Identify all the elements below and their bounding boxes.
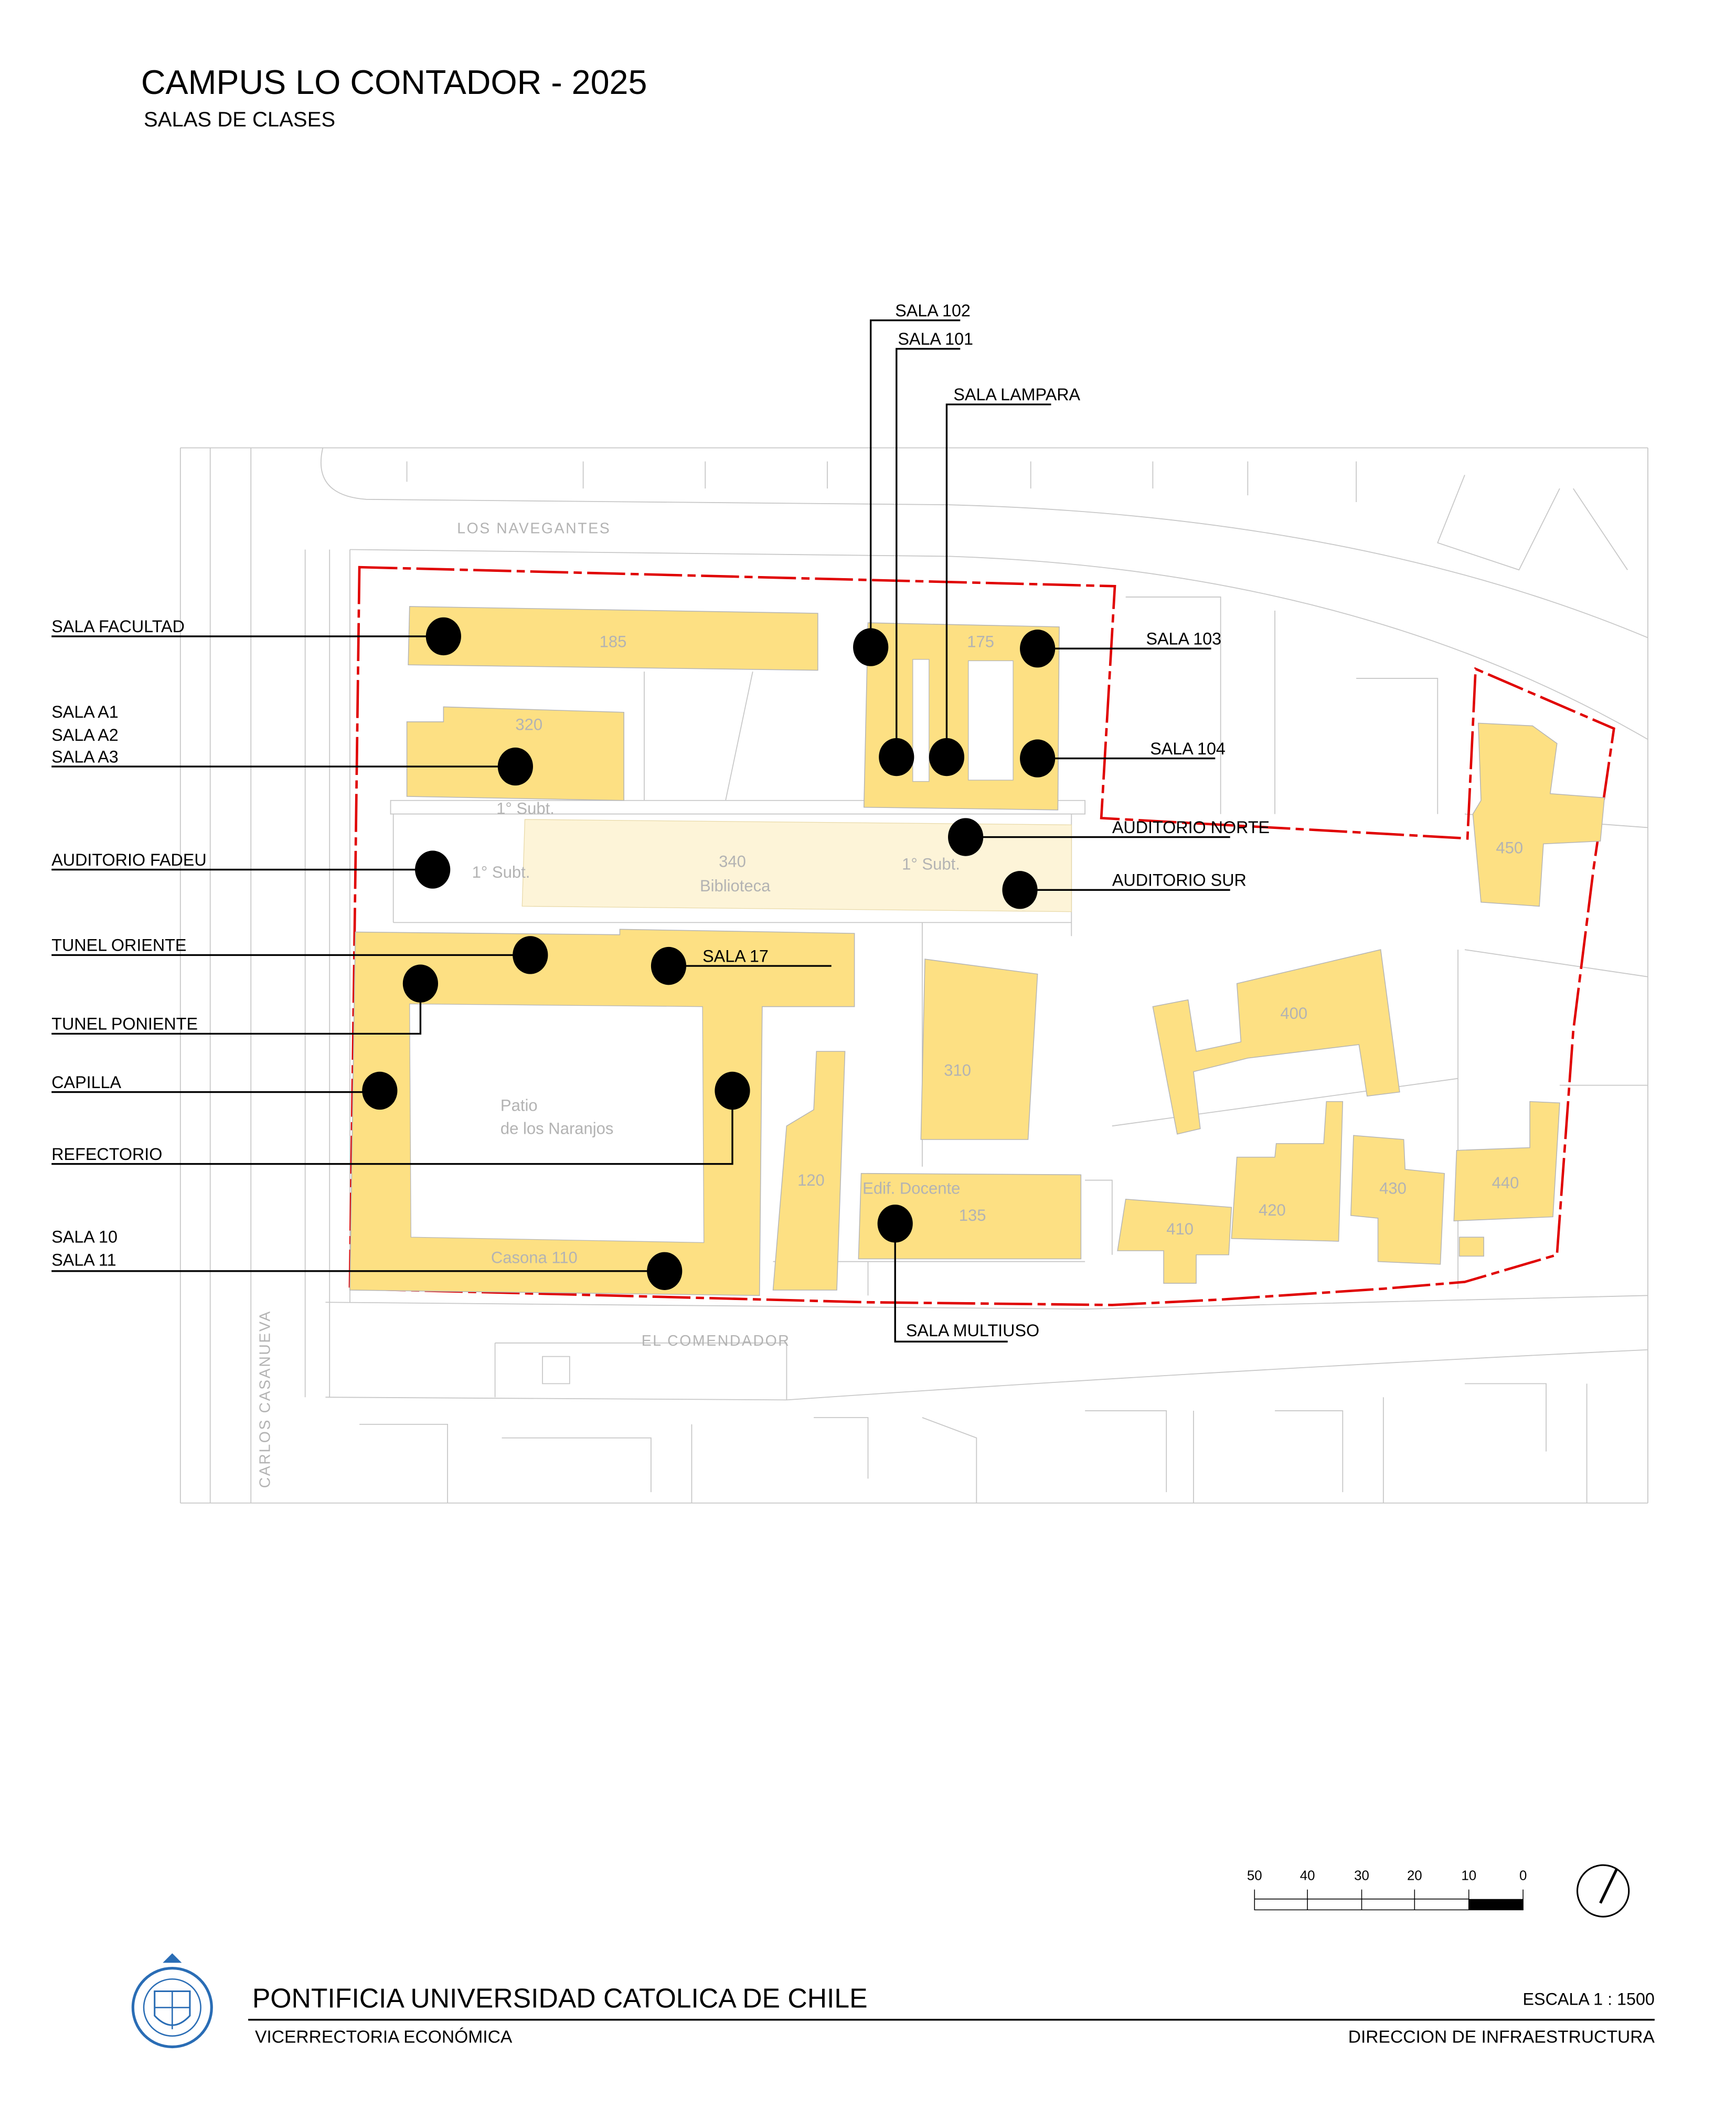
scale-tick-label: 0 [1519, 1869, 1527, 1883]
building-label: 440 [1492, 1174, 1519, 1192]
building-label: de los Naranjos [500, 1120, 614, 1138]
building-label: 1° Subt. [496, 800, 555, 818]
building-label: Patio [500, 1096, 538, 1115]
institution-name: PONTIFICIA UNIVERSIDAD CATOLICA DE CHILE [252, 1983, 868, 2014]
room-marker-sala-lampara[interactable]: SALA LAMPARA [929, 385, 1081, 776]
building-label: 420 [1259, 1201, 1286, 1219]
north-arrow-icon [1576, 1864, 1630, 1918]
buildings [349, 606, 1605, 1296]
room-label: SALA 104 [1150, 739, 1226, 758]
street-label-los-navegantes: LOS NAVEGANTES [457, 520, 611, 537]
building-label: 400 [1280, 1004, 1307, 1023]
room-label: TUNEL PONIENTE [51, 1015, 198, 1034]
room-marker-sala-103[interactable]: SALA 103 [1020, 629, 1221, 668]
building-400 [1152, 949, 1400, 1135]
room-marker-auditorio-sur[interactable]: AUDITORIO SUR [1002, 871, 1247, 909]
building-label: 430 [1379, 1179, 1407, 1197]
building-label: 185 [600, 633, 627, 651]
building-label: 1° Subt. [902, 855, 960, 874]
room-label: SALA 101 [898, 329, 973, 348]
room-marker-tunel-oriente[interactable]: TUNEL ORIENTE [51, 936, 548, 974]
building-185 [408, 606, 818, 671]
room-marker-sala-10-11[interactable]: SALA 10 SALA 11 [51, 1227, 683, 1290]
room-marker-sala-a1-a3[interactable]: SALA A1 SALA A2 SALA A3 [51, 702, 533, 786]
room-label: SALA MULTIUSO [906, 1321, 1039, 1340]
room-marker-sala-104[interactable]: SALA 104 [1020, 739, 1226, 778]
room-label: REFECTORIO [51, 1145, 162, 1164]
room-marker-sala-multiuso[interactable]: SALA MULTIUSO [877, 1205, 1040, 1343]
building-label: 450 [1496, 839, 1523, 857]
department-left: VICERRECTORIA ECONÓMICA [255, 2027, 513, 2047]
department-right: DIRECCION DE INFRAESTRUCTURA [1348, 2028, 1655, 2047]
room-label: CAPILLA [51, 1073, 121, 1092]
scale-tick-label: 10 [1461, 1869, 1476, 1883]
building-135 [858, 1173, 1082, 1260]
building-410 [1117, 1198, 1232, 1284]
building-420 [1231, 1101, 1344, 1242]
room-label: AUDITORIO NORTE [1112, 818, 1270, 837]
room-label: AUDITORIO SUR [1112, 871, 1247, 890]
building-label: 135 [959, 1206, 986, 1224]
building-label: 120 [797, 1171, 825, 1189]
room-label: TUNEL ORIENTE [51, 936, 186, 955]
room-label: SALA 10 [51, 1227, 118, 1246]
building-450 [1472, 722, 1605, 907]
room-label: SALA 11 [51, 1250, 116, 1269]
building-label: 1° Subt. [472, 863, 530, 881]
room-label: SALA A1 [51, 702, 119, 721]
university-seal-icon [131, 1953, 213, 2049]
room-marker-refectorio[interactable]: REFECTORIO [51, 1071, 750, 1165]
room-label: SALA LAMPARA [953, 385, 1080, 404]
building-label: 175 [967, 633, 994, 651]
building-label: Edif. Docente [862, 1179, 960, 1197]
building-label: 340 [719, 852, 746, 870]
room-label: SALA 103 [1146, 629, 1221, 648]
room-marker-auditorio-fadeu[interactable]: AUDITORIO FADEU [51, 850, 451, 889]
building-label: Casona 110 [491, 1248, 578, 1266]
room-label: SALA 102 [895, 301, 971, 320]
room-marker-auditorio-norte[interactable]: AUDITORIO NORTE [948, 818, 1270, 856]
building-120 [772, 1051, 846, 1291]
room-marker-sala-102[interactable]: SALA 102 [853, 301, 971, 666]
building-310 [920, 959, 1038, 1140]
street-label-el-comendador: EL COMENDADOR [642, 1333, 791, 1349]
room-marker-sala-17[interactable]: SALA 17 [651, 946, 832, 985]
scale-tick-label: 50 [1247, 1869, 1262, 1883]
building-labels: 185 175 320 1° Subt. 1° Subt. 1° Subt. 3… [472, 633, 1524, 1267]
room-label: SALA A3 [51, 747, 119, 766]
street-label-carlos-casanueva: CARLOS CASANUEVA [257, 1310, 273, 1488]
building-label: 410 [1166, 1220, 1194, 1238]
scale-bar: 50 40 30 20 10 0 [1247, 1869, 1527, 1911]
building-label: 320 [515, 715, 542, 733]
room-label: SALA A2 [51, 726, 119, 744]
room-label: SALA 17 [702, 946, 769, 965]
room-marker-tunel-poniente[interactable]: TUNEL PONIENTE [51, 964, 439, 1035]
room-marker-capilla[interactable]: CAPILLA [51, 1071, 398, 1110]
building-440 [1453, 1101, 1560, 1221]
room-callouts: SALA FACULTAD SALA A1 SALA A2 SALA A3 AU… [51, 301, 1270, 1343]
room-marker-sala-facultad[interactable]: SALA FACULTAD [51, 617, 461, 656]
room-marker-sala-101[interactable]: SALA 101 [879, 329, 973, 776]
page-title: CAMPUS LO CONTADOR - 2025 [141, 63, 647, 101]
scale-text: ESCALA 1 : 1500 [1523, 1989, 1655, 2008]
page-subtitle: SALAS DE CLASES [144, 108, 335, 131]
scale-tick-label: 30 [1354, 1869, 1369, 1883]
building-430 [1350, 1135, 1445, 1265]
room-label: AUDITORIO FADEU [51, 850, 207, 869]
building-340-biblioteca [521, 819, 1072, 912]
building-label: Biblioteca [700, 877, 771, 895]
campus-boundary [348, 566, 1615, 1306]
scale-tick-label: 20 [1407, 1869, 1422, 1883]
building-label: 310 [944, 1061, 971, 1080]
scale-tick-label: 40 [1300, 1869, 1315, 1883]
room-label: SALA FACULTAD [51, 617, 185, 636]
